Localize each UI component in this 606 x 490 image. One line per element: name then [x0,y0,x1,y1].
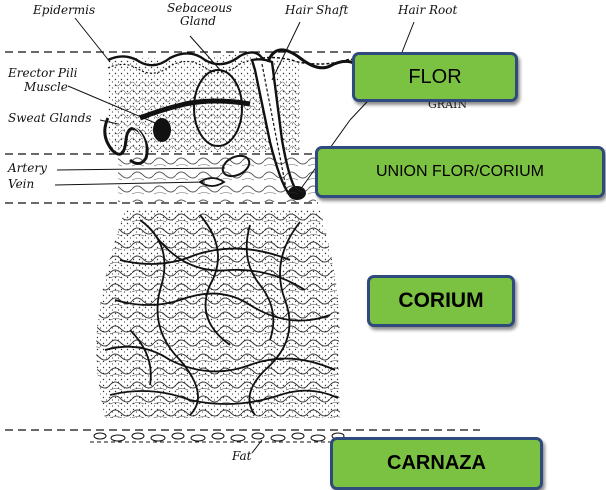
erector-pili-bulb [153,118,171,142]
label-sebaceous-2: Gland [180,14,216,28]
label-erector-2: Muscle [23,80,68,94]
label-artery: Artery [7,161,47,175]
layer-box-flor: FLOR [352,52,518,102]
label-erector-1: Erector Pili [7,66,78,80]
label-hair-shaft: Hair Shaft [284,3,349,17]
label-vein: Vein [8,177,34,191]
layer-box-carnaza: CARNAZA [330,437,543,490]
label-sweat-glands: Sweat Glands [8,111,92,125]
label-fat: Fat [231,449,252,463]
label-sebaceous-1: Sebaceous [167,1,232,15]
label-hair-root: Hair Root [397,3,457,17]
layer-box-corium: CORIUM [367,275,515,327]
label-epidermis: Epidermis [32,3,95,17]
fat-layer [90,433,345,442]
corium-network [96,210,340,418]
union-region-fibers [118,156,316,202]
layer-box-union-flor-corium: UNION FLOR/CORIUM [315,146,605,198]
sebaceous-gland [194,70,242,146]
